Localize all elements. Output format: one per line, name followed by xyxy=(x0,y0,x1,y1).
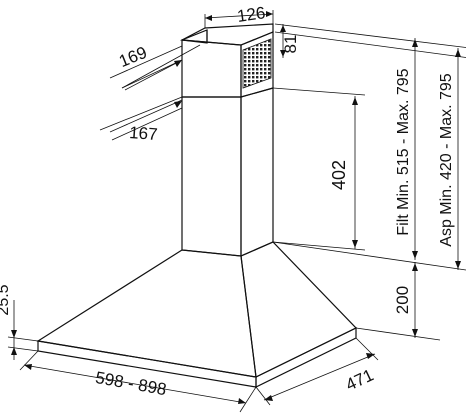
vent-grille xyxy=(242,38,272,89)
dimension-81: 81 xyxy=(274,23,466,58)
hood-body xyxy=(36,23,358,388)
dimension-169: 169 xyxy=(109,43,201,91)
dimension-81-label: 81 xyxy=(281,35,300,54)
width-range-label: 598 - 898 xyxy=(94,368,168,399)
filt-range-label: Filt Min. 515 - Max. 795 xyxy=(395,68,412,235)
dimension-25-5-label: 25.5 xyxy=(0,284,12,315)
dimension-126: 126 xyxy=(204,3,274,28)
dimension-25-5: 25.5 xyxy=(0,284,39,360)
base-plate-side xyxy=(255,327,357,388)
asp-range-label: Asp Min. 420 - Max. 795 xyxy=(438,73,455,247)
chimney-top-face xyxy=(179,23,274,46)
dimension-167-label: 167 xyxy=(129,123,159,144)
chimney-upper-edge xyxy=(181,29,208,44)
dimension-471-label: 471 xyxy=(343,365,377,394)
dimension-402: 402 xyxy=(272,87,366,251)
dimension-167: 167 xyxy=(99,96,183,144)
dimension-200-label: 200 xyxy=(393,286,412,314)
dimension-402-label: 402 xyxy=(329,160,349,190)
chimney-front-face xyxy=(181,39,242,98)
dimension-200: 200 xyxy=(355,262,441,341)
dimension-126-label: 126 xyxy=(236,3,267,26)
dimension-471: 471 xyxy=(255,337,379,406)
dimension-asp-range: Asp Min. 420 - Max. 795 xyxy=(438,48,461,270)
lower-chimney-side xyxy=(240,87,274,257)
dimension-169-label: 169 xyxy=(116,43,149,71)
extension-line-canopy-top xyxy=(272,241,466,271)
canopy-front-face xyxy=(36,249,257,378)
lower-chimney-front xyxy=(181,96,242,257)
dimension-filt-range: Filt Min. 515 - Max. 795 xyxy=(395,38,418,260)
